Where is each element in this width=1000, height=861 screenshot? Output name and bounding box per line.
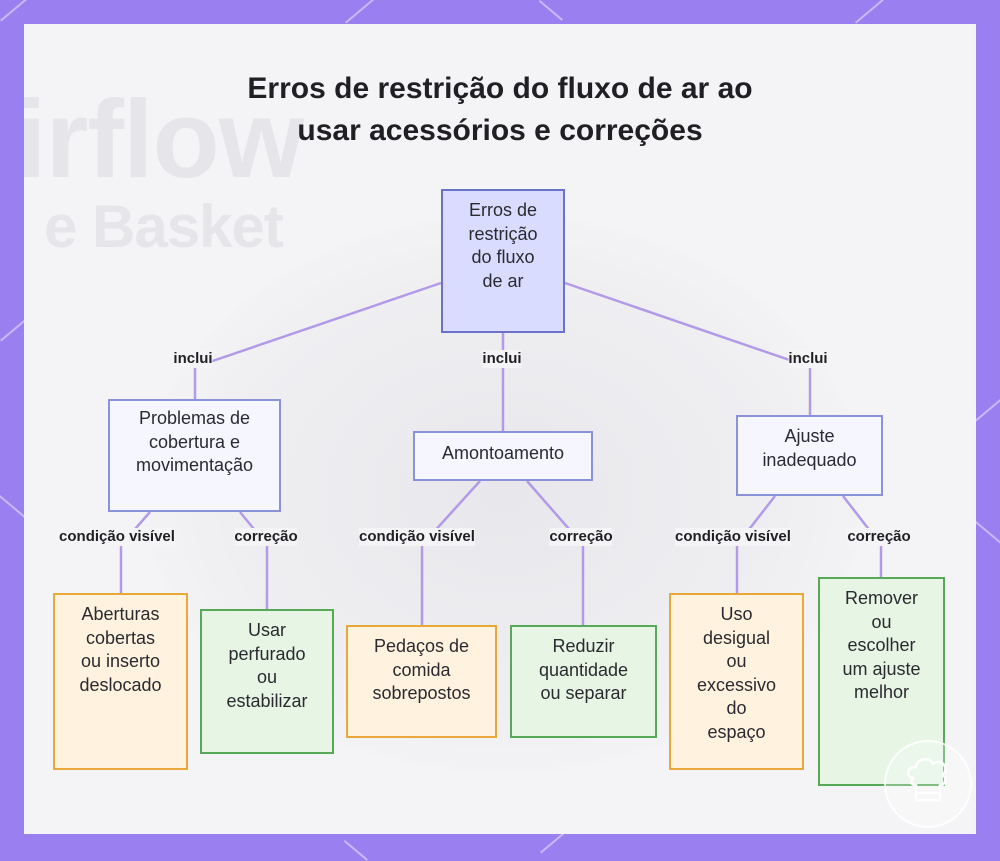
fix-node-crowding: Reduzir quantidade ou separar [510,625,657,738]
condition-node-coverage: Aberturas cobertas ou inserto deslocado [53,593,188,770]
root-node: Erros de restrição do fluxo de ar [441,189,565,333]
fix-node-label: Remover ou escolher um ajuste melhor [842,588,921,702]
edge-label-visible-condition: condição visível [675,528,791,546]
edge-label-includes: inclui [788,350,828,368]
condition-node-label: Uso desigual ou excessivo do espaço [696,604,777,742]
edge-crowd-to-fix [526,480,585,625]
edge-label-fix: correção [549,528,613,546]
page-title: Erros de restrição do fluxo de ar ao usa… [0,68,1000,152]
edge-label-visible-condition: condição visível [359,528,475,546]
condition-node-label: Pedaços de comida sobrepostos [372,636,471,703]
background-word: e Basket [44,193,284,260]
category-node-fit: Ajuste inadequado [736,415,883,496]
fix-node-fit: Remover ou escolher um ajuste melhor [818,577,945,786]
background-word: irflow [24,78,304,201]
edge-cover-to-condition [119,511,151,593]
edge-root-to-cover [193,281,442,399]
edge-label-includes: inclui [173,350,213,368]
category-node-label: Problemas de cobertura e movimentação [135,408,254,475]
chef-hat-icon-shape [907,757,947,802]
edge-label-includes: inclui [482,350,522,368]
fix-node-label: Usar perfurado ou estabilizar [226,620,308,711]
title-line-1: Erros de restrição do fluxo de ar ao [247,72,753,105]
condition-node-label: Aberturas cobertas ou inserto deslocado [79,604,162,695]
condition-node-fit: Uso desigual ou excessivo do espaço [669,593,804,770]
edge-label-fix: correção [847,528,911,546]
root-node-label: Erros de restrição do fluxo de ar [468,200,538,291]
title-line-2: usar acessórios e correções [297,114,703,147]
category-node-label: Amontoamento [441,443,565,463]
edge-label-fix: correção [234,528,298,546]
category-node-label: Ajuste inadequado [762,426,857,470]
category-node-crowding: Amontoamento [413,431,593,481]
fix-node-coverage: Usar perfurado ou estabilizar [200,609,334,754]
condition-node-crowding: Pedaços de comida sobrepostos [346,625,497,738]
edge-label-visible-condition: condição visível [59,528,175,546]
edge-root-to-fit [564,281,812,415]
edge-cover-to-fix [239,511,269,609]
chef-hat-icon [884,740,972,828]
category-node-coverage: Problemas de cobertura e movimentação [108,399,281,512]
fix-node-label: Reduzir quantidade ou separar [538,636,629,703]
edge-crowd-to-condition [420,480,481,625]
